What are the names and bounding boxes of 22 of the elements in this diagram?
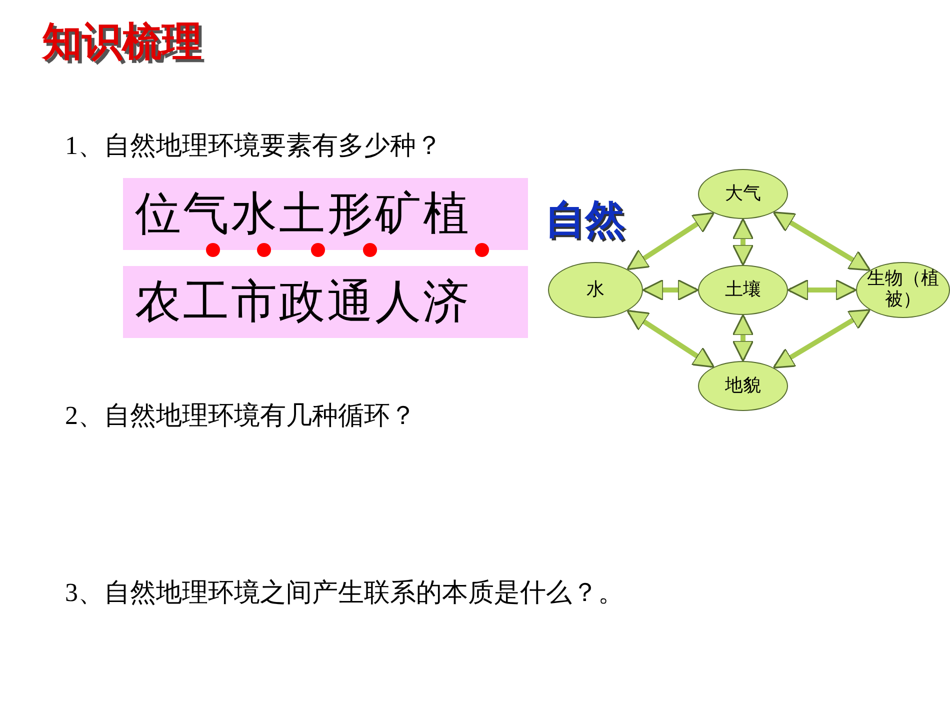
- ellipse-node: 地貌: [698, 361, 788, 411]
- text-band: [123, 266, 528, 338]
- question-text: 3、自然地理环境之间产生联系的本质是什么？。: [65, 577, 624, 609]
- double-arrow: [732, 314, 754, 362]
- question-text: 2、自然地理环境有几种循环？: [65, 400, 416, 432]
- double-arrow: [642, 279, 699, 301]
- double-arrow: [787, 279, 857, 301]
- double-arrow: [626, 212, 715, 270]
- ellipse-node: 生物（植被）: [856, 262, 950, 318]
- slide-title: 知识梳理: [42, 18, 202, 67]
- double-arrow: [772, 308, 871, 369]
- question-text: 1、自然地理环境要素有多少种？: [65, 130, 442, 162]
- heading-text: 自然: [545, 196, 625, 245]
- double-arrow: [626, 310, 715, 368]
- ellipse-node: 水: [548, 262, 643, 318]
- double-arrow: [732, 218, 754, 266]
- band-text: 位气水土形矿植: [135, 187, 471, 241]
- ellipse-node: 土壤: [698, 265, 788, 315]
- double-arrow: [772, 211, 871, 272]
- text-band: [123, 178, 528, 250]
- ellipse-node: 大气: [698, 169, 788, 219]
- band-text: 农工市政通人济: [135, 275, 471, 329]
